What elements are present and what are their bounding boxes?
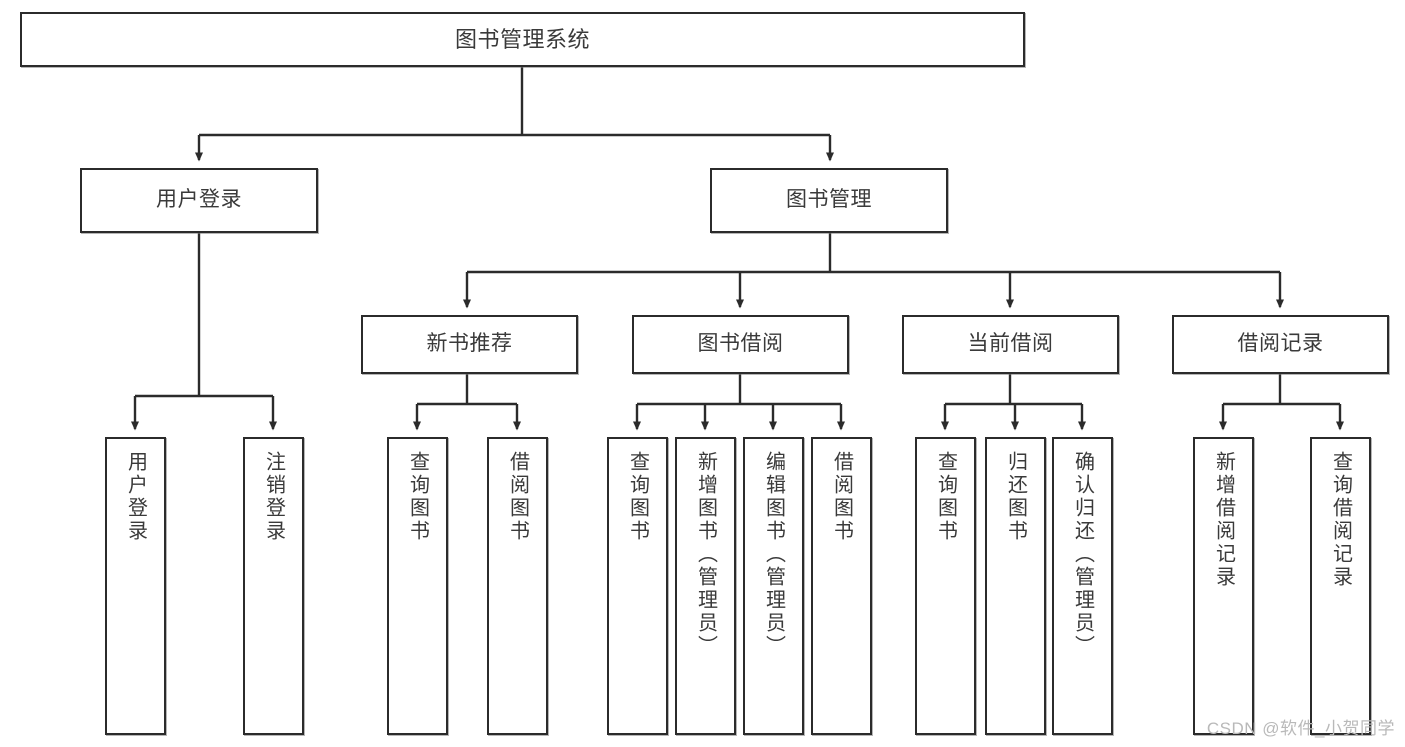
leaf-record-add-record[interactable]: 新增借阅记录 bbox=[1193, 437, 1254, 735]
leaf-borrow-query-book[interactable]: 查询图书 bbox=[607, 437, 668, 735]
node-label: 编辑图书（管理员） bbox=[762, 451, 785, 658]
node-borrow-record[interactable]: 借阅记录 bbox=[1172, 315, 1389, 374]
leaf-user-logout[interactable]: 注销登录 bbox=[243, 437, 304, 735]
node-label: 借阅图书 bbox=[830, 451, 853, 543]
leaf-current-confirm-return[interactable]: 确认归还（管理员） bbox=[1052, 437, 1113, 735]
node-label: 查询借阅记录 bbox=[1329, 451, 1352, 589]
node-book-borrow[interactable]: 图书借阅 bbox=[632, 315, 849, 374]
node-current-borrow[interactable]: 当前借阅 bbox=[902, 315, 1119, 374]
node-label: 归还图书 bbox=[1004, 451, 1027, 543]
node-label: 用户登录 bbox=[156, 188, 242, 212]
leaf-current-return-book[interactable]: 归还图书 bbox=[985, 437, 1046, 735]
node-book-manage[interactable]: 图书管理 bbox=[710, 168, 948, 233]
node-label: 新书推荐 bbox=[426, 332, 513, 356]
node-label: 用户登录 bbox=[124, 451, 147, 543]
leaf-recommend-borrow-book[interactable]: 借阅图书 bbox=[487, 437, 548, 735]
node-root-system[interactable]: 图书管理系统 bbox=[20, 12, 1025, 67]
node-label: 新增图书（管理员） bbox=[694, 451, 717, 658]
csdn-watermark: CSDN @软件_小贺同学 bbox=[1206, 719, 1395, 738]
leaf-record-query-record[interactable]: 查询借阅记录 bbox=[1310, 437, 1371, 735]
node-label: 当前借阅 bbox=[967, 332, 1054, 356]
leaf-user-login[interactable]: 用户登录 bbox=[105, 437, 166, 735]
node-label: 确认归还（管理员） bbox=[1071, 451, 1094, 658]
leaf-borrow-add-book[interactable]: 新增图书（管理员） bbox=[675, 437, 736, 735]
node-label: 查询图书 bbox=[934, 451, 957, 543]
node-label: 借阅记录 bbox=[1237, 332, 1324, 356]
node-label: 查询图书 bbox=[626, 451, 649, 543]
leaf-current-query-book[interactable]: 查询图书 bbox=[915, 437, 976, 735]
leaf-borrow-borrow-book[interactable]: 借阅图书 bbox=[811, 437, 872, 735]
node-label: 借阅图书 bbox=[506, 451, 529, 543]
leaf-recommend-query-book[interactable]: 查询图书 bbox=[387, 437, 448, 735]
node-label: 查询图书 bbox=[406, 451, 429, 543]
node-label: 新增借阅记录 bbox=[1212, 451, 1235, 589]
node-label: 注销登录 bbox=[262, 451, 285, 543]
node-label: 图书管理系统 bbox=[454, 26, 590, 52]
node-label: 图书借阅 bbox=[697, 332, 784, 356]
node-new-book-recommend[interactable]: 新书推荐 bbox=[361, 315, 578, 374]
node-user-login[interactable]: 用户登录 bbox=[80, 168, 318, 233]
node-label: 图书管理 bbox=[786, 188, 872, 212]
leaf-borrow-edit-book[interactable]: 编辑图书（管理员） bbox=[743, 437, 804, 735]
